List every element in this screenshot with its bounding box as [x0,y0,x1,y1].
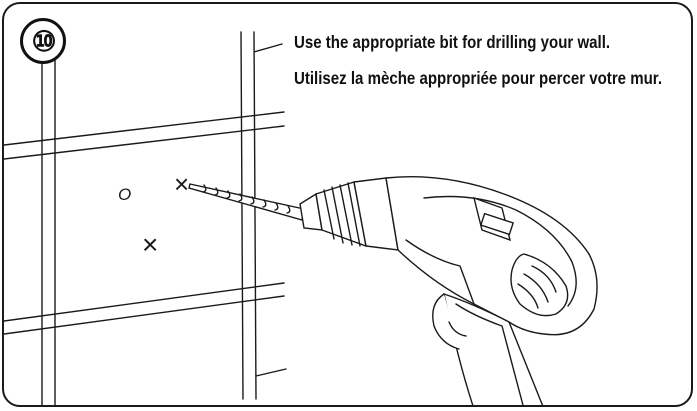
wall-tile-grid [4,31,287,405]
drill-bit [188,183,305,221]
hole-mark-circle: O [118,185,131,204]
instruction-text: Use the appropriate bit for drilling you… [294,30,662,102]
drill-body [385,176,598,336]
hole-mark-cross-drilling: × [174,169,189,199]
instruction-french: Utilisez la mèche appropriée pour percer… [294,68,663,88]
instruction-english: Use the appropriate bit for drilling you… [294,32,611,52]
step-number: ⑩ [31,25,56,57]
step-number-badge: ⑩ [20,18,66,64]
drill-handle [432,292,544,405]
drill-chuck [299,177,399,251]
hole-mark-cross: × [142,229,158,260]
drilling-illustration: O × × [4,31,598,405]
instruction-panel: O × × ⑩ Use the appropriate bit for dril… [2,2,693,407]
